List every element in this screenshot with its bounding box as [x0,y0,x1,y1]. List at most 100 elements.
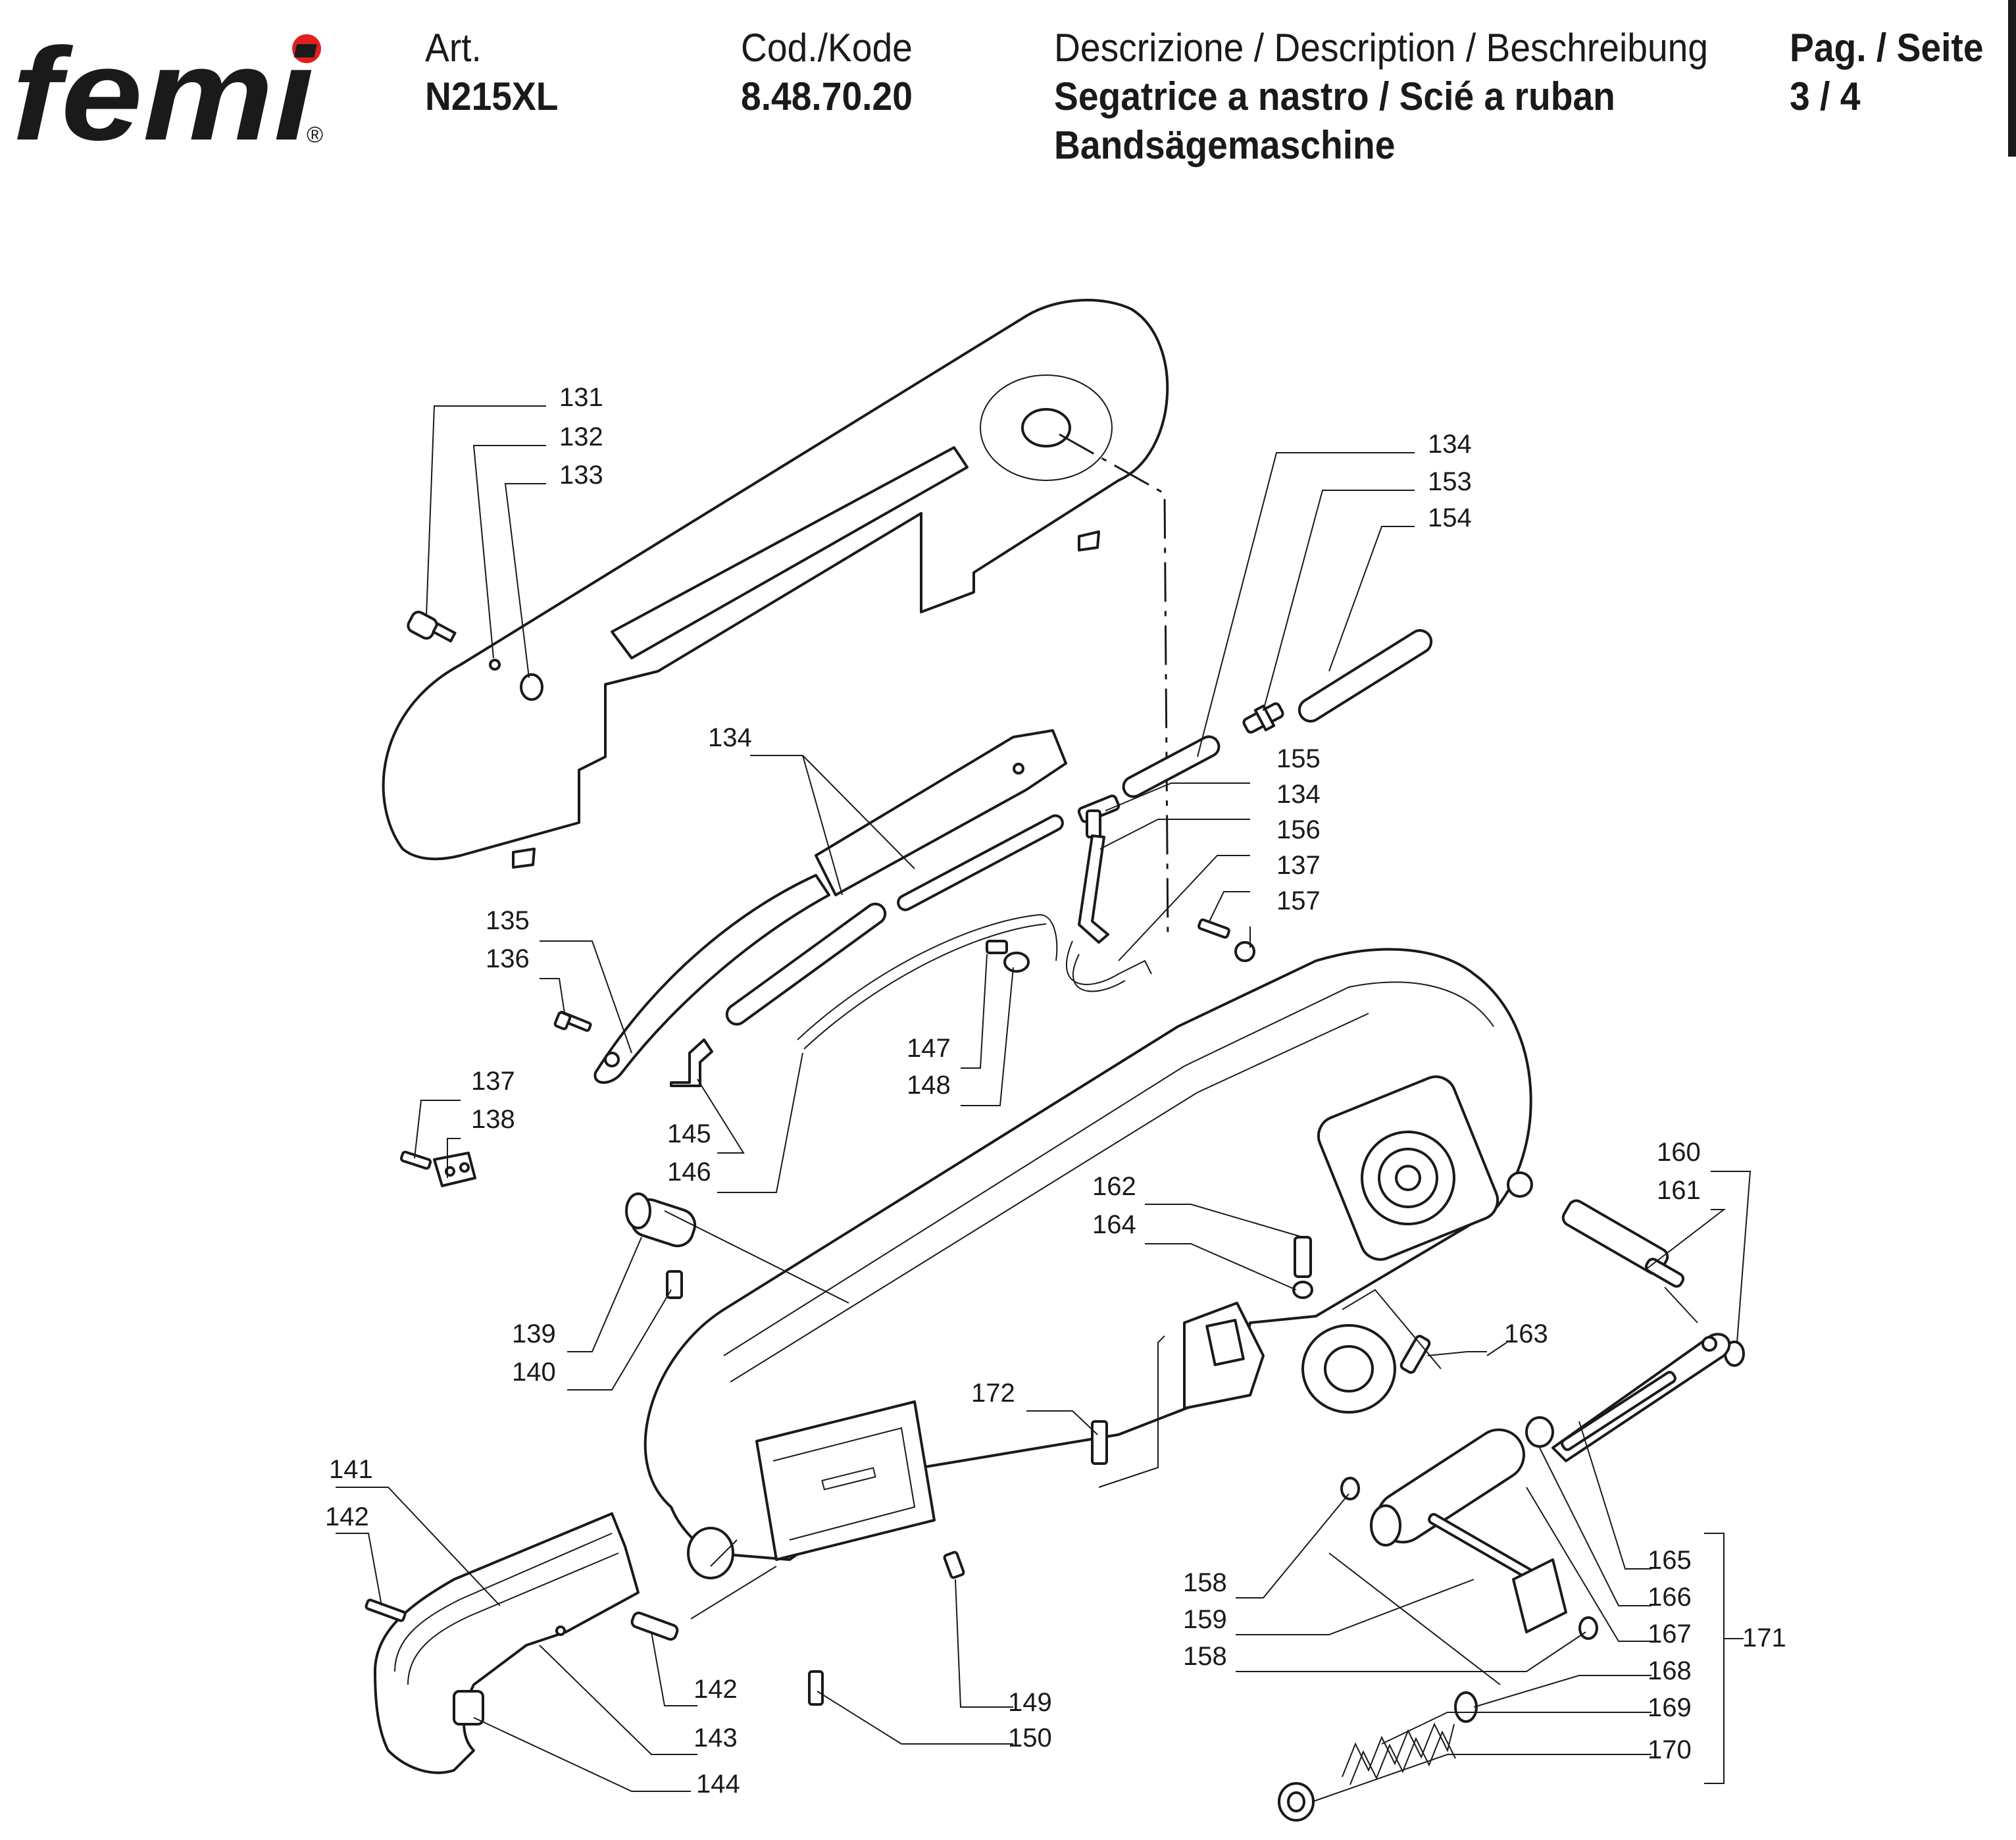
washer-164 [1292,1281,1313,1299]
circlip-158-upper [1340,1477,1360,1500]
pin-163 [1399,1335,1431,1374]
elbow-145 [670,1038,713,1087]
blade-guide-arm-135 [593,874,830,1084]
callout-158-lower: 158 [1183,1642,1227,1671]
callout-154: 154 [1428,503,1472,532]
femi-logo: femi ® [12,21,323,168]
hose-154 [1298,629,1433,723]
callout-172: 172 [971,1379,1015,1408]
callout-139: 139 [512,1319,556,1348]
screw-142-right [630,1611,679,1641]
callout-136: 136 [486,944,530,973]
tee-fitting-155 [1077,794,1121,838]
hose-146 [797,913,1058,1040]
art-value: N215XL [425,74,559,118]
hose-156 [1065,940,1152,985]
callout-163: 163 [1504,1319,1548,1348]
callout-162: 162 [1092,1172,1136,1201]
callout-146: 146 [667,1158,711,1187]
hose-134-lower [725,902,887,1026]
callout-134-mid: 134 [1276,780,1321,809]
guide-block [755,1400,936,1561]
callout-147: 147 [907,1034,951,1063]
page-label: Pag. / Seite [1790,26,1984,70]
callout-155: 155 [1276,744,1321,773]
callout-144: 144 [696,1770,740,1799]
callout-165: 165 [1648,1546,1692,1575]
circlip-158-lower [1578,1616,1598,1640]
bracket-138 [399,1150,476,1187]
bracket-171 [1704,1533,1725,1784]
callout-160: 160 [1657,1138,1701,1167]
callout-168: 168 [1648,1656,1692,1685]
description-value-line1: Segatrice a nastro / Scié a ruban [1054,74,1615,118]
stop-block-139 [625,1192,697,1299]
guard-top-lip [611,446,969,659]
washer-168 [1454,1691,1478,1723]
saw-frame-housing [643,948,1533,1579]
page-value: 3 / 4 [1790,74,1861,118]
bolt-172 [1091,1420,1108,1465]
cylinder-spring-assembly [1278,1428,1598,1822]
callout-158-upper: 158 [1183,1568,1227,1597]
callout-137-left: 137 [471,1067,515,1096]
callout-131: 131 [559,383,603,412]
spring-169 [1342,1722,1456,1785]
description-value-line2: Bandsägemaschine [1054,123,1396,167]
callout-142-right: 142 [693,1675,738,1704]
upper-blade-guard [382,299,1169,869]
code-label: Cod./Kode [741,26,913,70]
callout-164: 164 [1092,1210,1136,1239]
screw-142-left [365,1598,407,1622]
callout-138: 138 [471,1105,515,1134]
callout-142-left: 142 [325,1502,369,1531]
logo-red-dot [292,34,321,63]
tension-rod-assembly [1525,1199,1745,1462]
callout-161: 161 [1657,1176,1701,1205]
callout-134-top: 134 [1428,430,1472,459]
page-edge-bar [2008,0,2016,157]
callout-143: 143 [693,1724,738,1752]
callout-166: 166 [1648,1583,1692,1612]
callout-141: 141 [329,1455,373,1484]
callout-148: 148 [907,1071,951,1100]
nut-166 [1525,1416,1554,1448]
threaded-rod-165 [1561,1371,1676,1451]
lower-blade-guard [365,1512,679,1774]
callout-169: 169 [1648,1693,1692,1722]
callouts: 131 132 133 134 153 154 155 134 156 137 … [325,383,1786,1799]
callout-135: 135 [486,906,530,935]
logo-registered-mark: ® [307,122,323,147]
callout-159: 159 [1183,1605,1227,1634]
bolt-162 [1294,1236,1312,1278]
explosion-lines [664,1210,1698,1685]
saddle-plate-134 [815,729,1067,896]
callout-171: 171 [1742,1623,1786,1652]
hose-134-bent [1078,834,1109,944]
washer-133 [520,673,543,701]
assembly-axis [1059,433,1169,942]
callout-167: 167 [1648,1620,1692,1648]
art-label: Art. [425,26,482,70]
callout-132: 132 [559,422,603,451]
coolant-hoses [553,629,1433,1087]
grub-screw-149 [943,1550,965,1579]
lever-block [1512,1558,1567,1633]
screw-137-upper [1197,918,1230,939]
bolt-150 [808,1670,824,1706]
callout-134-left: 134 [708,723,752,752]
title-block: femi ® Art. N215XL Cod./Kode 8.48.70.20 … [0,0,2016,197]
callout-137-upper: 137 [1276,851,1321,880]
fitting-153 [1242,702,1284,734]
callout-149: 149 [1008,1688,1052,1717]
callout-157: 157 [1276,886,1321,915]
callout-156: 156 [1276,815,1321,844]
leader-lines [336,405,1751,1802]
guard-hub-hole [1021,408,1071,447]
logo-wordmark: femi [12,21,317,168]
callout-170: 170 [1648,1735,1692,1764]
callout-150: 150 [1008,1724,1052,1752]
description-label: Descrizione / Description / Beschreibung [1054,26,1709,70]
code-value: 8.48.70.20 [741,74,913,118]
fasteners [808,918,1431,1706]
